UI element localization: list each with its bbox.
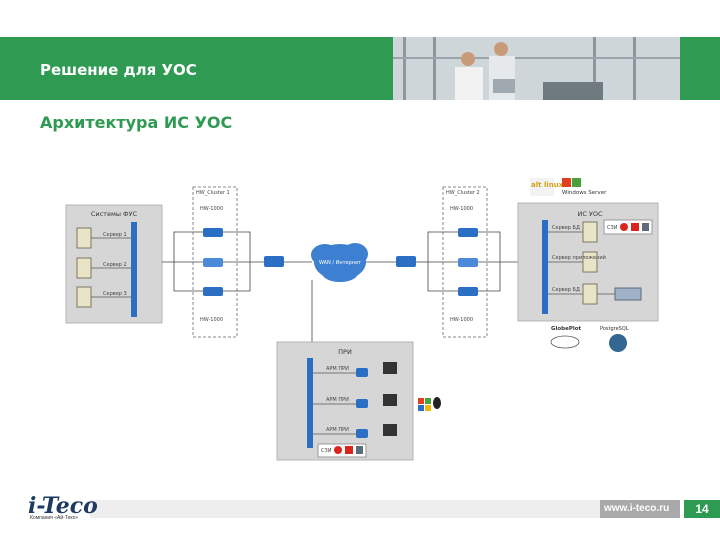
storage-device-icon [597,287,642,301]
slide-title: Решение для УОС [40,61,197,79]
cluster2-firewall-1-icon [458,228,478,237]
footer-url[interactable]: www.i-teco.ru [604,503,670,514]
fus-bus [131,222,137,317]
cluster1-firewall-2-icon [203,287,223,296]
is-uos-server-1: Сервер БД [548,221,598,243]
page-number-box [684,500,720,518]
footer-url-box [600,500,680,518]
cluster1-router-icon [203,258,223,267]
switch-right-icon [396,256,416,267]
svg-text:АРМ ПРИ: АРМ ПРИ [326,366,349,372]
svg-text:PostgreSQL: PostgreSQL [600,326,629,332]
svg-text:GlobePlot: GlobePlot [551,326,582,332]
is-uos-bus [542,220,548,314]
cloud-label: WAN / Интернет [319,260,361,266]
cluster2-top-label: HW-1000 [450,206,473,212]
cluster1-bottom-label: HW-1000 [200,317,223,323]
fus-systems-title: Системы ФУС [91,210,138,218]
svg-text:Сервер приложений: Сервер приложений [552,254,606,261]
is-uos-security-panel: СЗИ [603,219,653,235]
logo-text: i-Teco [28,493,98,519]
is-uos-title: ИС УОС [577,210,603,218]
key-icon [642,223,649,231]
cluster1-firewall-1-icon [203,228,223,237]
cluster2-title: HW_Cluster 2 [446,190,480,196]
wan-cloud-icon [311,243,368,282]
page-number: 14 [695,502,709,516]
fus-server-1-label: Сервер 1 [103,232,127,238]
pri-security-panel: СЗИ [317,443,367,458]
cluster1-top-label: HW-1000 [200,206,223,212]
section-title: Архитектура ИС УОС [40,113,233,132]
pri-bus [307,358,313,448]
logo-tagline: Компания «Ай-Теко» [30,515,79,521]
svg-text:Сервер БД: Сервер БД [552,287,580,293]
fus-server-1: Сервер 1 [76,227,131,249]
office-photo-image [393,37,680,100]
switch-left-icon [264,256,284,267]
header-photo [393,37,680,100]
pri-workstation-3: АРМ ПРИ [313,424,397,438]
svg-text:АРМ ПРИ: АРМ ПРИ [326,397,349,403]
cluster2-firewall-2-icon [458,287,478,296]
windows-server-logo: Windows Server [562,178,607,196]
fus-server-2-label: Сервер 2 [103,262,127,268]
pri-workstation-1: АРМ ПРИ [313,362,397,377]
header-accent [680,37,720,100]
fus-server-3: Сервер 3 [76,286,131,308]
svg-text:alt linux: alt linux [531,181,564,189]
architecture-diagram: Системы ФУС Сервер 1 Сервер 2 Сервер 3 H… [65,178,659,461]
postgresql-logo: PostgreSQL [600,326,629,352]
client-os-logos [418,397,441,411]
fus-server-2: Сервер 2 [76,257,131,279]
svg-text:СЗИ: СЗИ [321,448,332,454]
pri-title: ПРИ [338,348,352,356]
cluster1-title: HW_Cluster 1 [196,190,230,196]
svg-text:АРМ ПРИ: АРМ ПРИ [326,427,349,433]
fus-server-3-label: Сервер 3 [103,291,127,297]
svg-text:Сервер БД: Сервер БД [552,225,580,231]
is-uos-server-2: Сервер приложений [548,251,606,273]
pri-workstation-2: АРМ ПРИ [313,394,397,408]
antivirus-icon [620,223,628,231]
shield-icon [631,223,639,231]
svg-text:СЗИ: СЗИ [607,225,618,231]
globeplot-logo: GlobePlot [550,326,582,349]
cluster2-bottom-label: HW-1000 [450,317,473,323]
svg-text:Windows Server: Windows Server [562,190,607,196]
i-teco-logo: i-Teco [28,493,98,519]
alt-linux-logo: alt linux [530,178,564,196]
cluster2-router-icon [458,258,478,267]
footer-bar [90,500,600,518]
